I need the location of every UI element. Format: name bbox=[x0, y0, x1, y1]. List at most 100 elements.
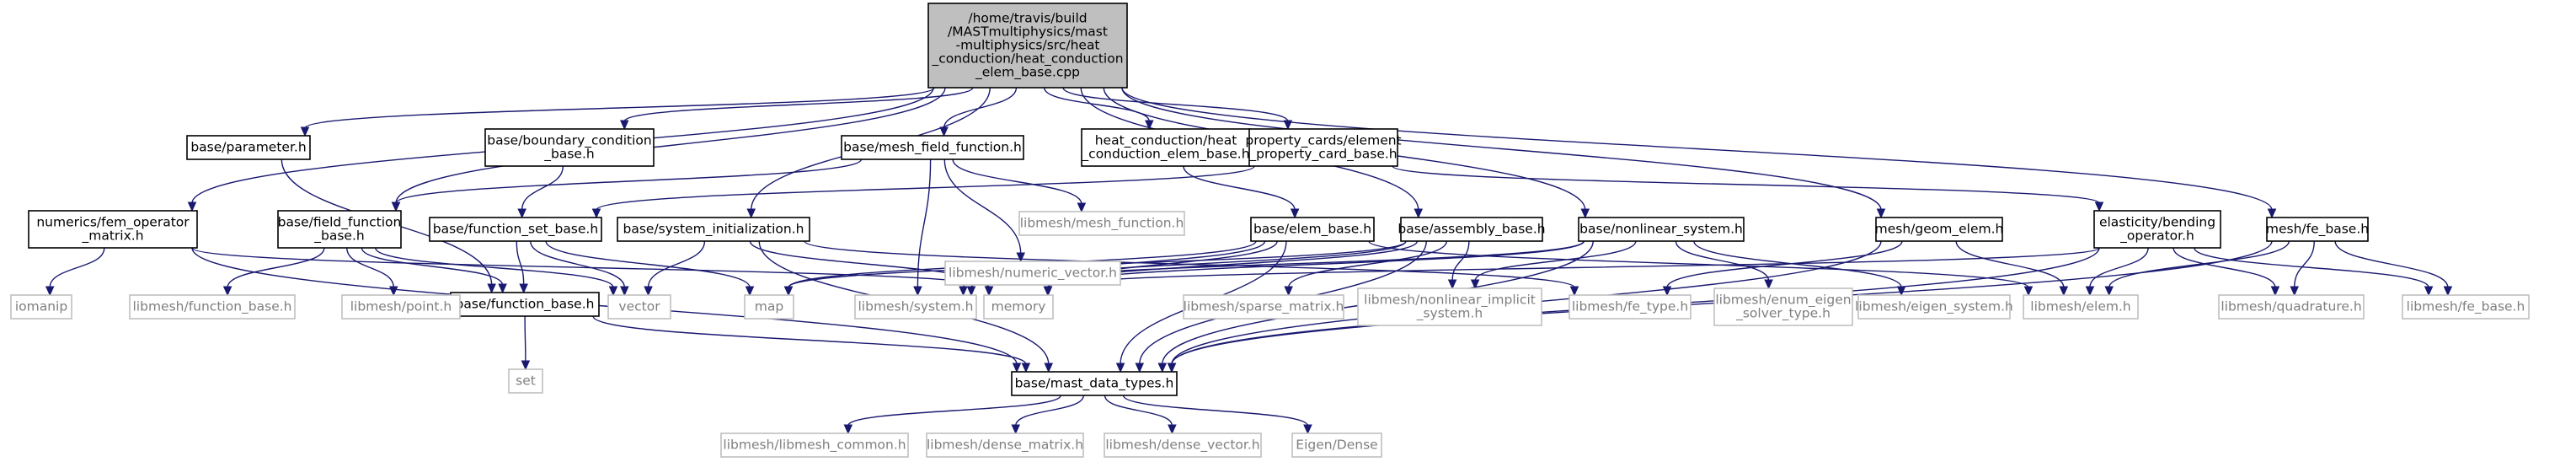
node-box bbox=[1569, 294, 1692, 320]
node-box bbox=[1857, 294, 2011, 320]
node-base-boundary-condition-base-h[interactable]: base/boundary_condition_base.h bbox=[484, 128, 655, 167]
node-box bbox=[1250, 217, 1375, 242]
node-label-line: _property_card_base.h bbox=[1248, 147, 1397, 163]
edge-root-to-mesh-fe-base-h bbox=[1121, 87, 2277, 219]
edge-line bbox=[1666, 240, 1903, 288]
edge-arrowhead bbox=[2094, 201, 2104, 212]
edge-elasticity-bending-operator-h-to-libmesh-fe-base-h bbox=[2194, 247, 2434, 297]
node-box bbox=[28, 210, 198, 249]
edge-arrowhead bbox=[2270, 286, 2280, 297]
node-label-line: base/assembly_base.h bbox=[1398, 222, 1545, 238]
node-box bbox=[1018, 211, 1185, 236]
node-libmesh-enum-eigen-solver-type-h: libmesh/enum_eigen_solver_type.h bbox=[1713, 287, 1853, 326]
node-box bbox=[1713, 287, 1853, 326]
edge-arrowhead bbox=[1764, 279, 1773, 290]
edge-arrowhead bbox=[1145, 120, 1154, 131]
node-base-system-initialization-h[interactable]: base/system_initialization.h bbox=[617, 217, 810, 242]
node-property-cards-element-property-card-base-h[interactable]: property_cards/element_property_card_bas… bbox=[1245, 128, 1402, 167]
edge-base-field-function-base-h-to-base-function-base-h bbox=[361, 247, 507, 294]
edge-arrowhead bbox=[1016, 252, 1025, 263]
node-libmesh-mesh-function-h: libmesh/mesh_function.h bbox=[1018, 211, 1185, 236]
node-box bbox=[720, 432, 909, 458]
edge-line bbox=[1392, 165, 2100, 204]
edge-arrowhead bbox=[984, 286, 994, 297]
node-label-line: libmesh/sparse_matrix.h bbox=[1184, 299, 1344, 315]
edge-mesh-fe-base-h-to-libmesh-quadrature-h bbox=[2290, 240, 2315, 297]
edge-line bbox=[395, 158, 863, 204]
node-numerics-fem-operator-matrix-h[interactable]: numerics/fem_operator_matrix.h bbox=[28, 210, 198, 249]
edge-arrowhead bbox=[1044, 363, 1054, 373]
node-base-function-base-h[interactable]: base/function_base.h bbox=[450, 292, 600, 317]
edge-line bbox=[1047, 240, 1585, 288]
edge-base-field-function-base-h-to-libmesh-point-h bbox=[346, 247, 398, 297]
node-label-line: libmesh/mesh_function.h bbox=[1020, 216, 1184, 232]
edge-line bbox=[1062, 87, 1289, 122]
nodes-layer: /home/travis/build/MASTmultiphysics/mast… bbox=[10, 3, 2530, 458]
edge-line bbox=[2108, 240, 2290, 288]
node-label-line: heat_conduction/heat bbox=[1095, 133, 1237, 149]
node-base-field-function-base-h[interactable]: base/field_function_base.h bbox=[277, 210, 402, 249]
node-box bbox=[277, 210, 402, 249]
edge-line bbox=[1693, 240, 1902, 288]
node-base-nonlinear-system-h[interactable]: base/nonlinear_system.h bbox=[1578, 217, 1745, 242]
edge-line bbox=[395, 87, 946, 204]
edge-arrowhead bbox=[1043, 286, 1053, 297]
edge-numerics-fem-operator-matrix-h-to-base-mast-data-types-h bbox=[191, 247, 1022, 373]
node-box bbox=[2093, 210, 2221, 249]
edge-line bbox=[623, 87, 974, 122]
node-box bbox=[1183, 294, 1344, 320]
node-base-elem-base-h[interactable]: base/elem_base.h bbox=[1250, 217, 1375, 242]
node-label-line: property_cards/element bbox=[1245, 133, 1401, 149]
edge-arrowhead bbox=[2443, 286, 2453, 297]
node-libmesh-quadrature-h: libmesh/quadrature.h bbox=[2218, 294, 2365, 320]
edge-base-function-set-base-h-to-map bbox=[545, 240, 755, 297]
node-base-mesh-field-function-h[interactable]: base/mesh_field_function.h bbox=[841, 135, 1024, 160]
node-elasticity-bending-operator-h[interactable]: elasticity/bending_operator.h bbox=[2093, 210, 2221, 249]
node-base-parameter-h[interactable]: base/parameter.h bbox=[186, 135, 311, 160]
edge-base-mast-data-types-h-to-libmesh-dense-vector-h bbox=[1104, 395, 1177, 435]
node-base-mast-data-types-h[interactable]: base/mast_data_types.h bbox=[1011, 371, 1178, 396]
node-set: set bbox=[508, 368, 543, 394]
node-base-assembly-base-h[interactable]: base/assembly_base.h bbox=[1398, 217, 1546, 242]
node-libmesh-point-h: libmesh/point.h bbox=[341, 294, 461, 320]
edge-line bbox=[1183, 165, 1296, 211]
edge-arrowhead bbox=[1284, 286, 1293, 297]
edge-line bbox=[952, 158, 1082, 205]
node-mesh-geom-elem-h[interactable]: mesh/geom_elem.h bbox=[1875, 217, 2004, 242]
node-libmesh-fe-base-h: libmesh/fe_base.h bbox=[2402, 294, 2530, 320]
edge-property-cards-element-property-card-base-h-to-elasticity-bending-operator-h bbox=[1392, 165, 2104, 212]
node-box bbox=[484, 128, 655, 167]
node-box bbox=[841, 135, 1024, 160]
node-label-line: libmesh/function_base.h bbox=[133, 299, 292, 315]
edge-line bbox=[1287, 240, 1448, 288]
edge-arrowhead bbox=[1115, 363, 1125, 373]
edge-line bbox=[346, 247, 394, 288]
edge-line bbox=[1368, 240, 2029, 288]
edge-arrowhead bbox=[1077, 202, 1087, 213]
node-label-line: libmesh/libmesh_common.h bbox=[723, 438, 906, 454]
edge-arrowhead bbox=[1167, 363, 1177, 373]
node-root[interactable]: /home/travis/build/MASTmultiphysics/mast… bbox=[927, 3, 1128, 89]
edge-numerics-fem-operator-matrix-h-to-iomanip bbox=[45, 247, 105, 297]
edge-elasticity-bending-operator-h-to-libmesh-quadrature-h bbox=[2172, 247, 2280, 297]
node-heat-conduction-elem-base-h[interactable]: heat_conduction/heat_conduction_elem_bas… bbox=[1081, 128, 1251, 167]
node-libmesh-system-h: libmesh/system.h bbox=[854, 294, 977, 320]
edge-arrowhead bbox=[1470, 279, 1480, 290]
edge-base-nonlinear-system-h-to-libmesh-enum-eigen-solver-type-h bbox=[1675, 240, 1773, 290]
edge-arrowhead bbox=[2023, 286, 2034, 297]
edge-line bbox=[943, 87, 1018, 129]
edge-arrowhead bbox=[1447, 279, 1457, 290]
edge-property-cards-element-property-card-base-h-to-base-function-set-base-h bbox=[591, 165, 1255, 219]
node-box bbox=[10, 294, 72, 320]
edge-arrowhead bbox=[620, 286, 629, 297]
node-label-line: elasticity/bending bbox=[2099, 215, 2215, 230]
node-label-line: libmesh/quadrature.h bbox=[2221, 299, 2361, 314]
node-label-line: _base.h bbox=[543, 147, 594, 163]
edge-arrowhead bbox=[644, 286, 653, 297]
edge-line bbox=[1121, 87, 2273, 211]
node-base-function-set-base-h[interactable]: base/function_set_base.h bbox=[429, 217, 602, 242]
edge-line bbox=[2089, 247, 2149, 288]
edge-root-to-heat-conduction-elem-base-h bbox=[1043, 87, 1154, 131]
node-mesh-fe-base-h[interactable]: mesh/fe_base.h bbox=[2266, 217, 2369, 242]
